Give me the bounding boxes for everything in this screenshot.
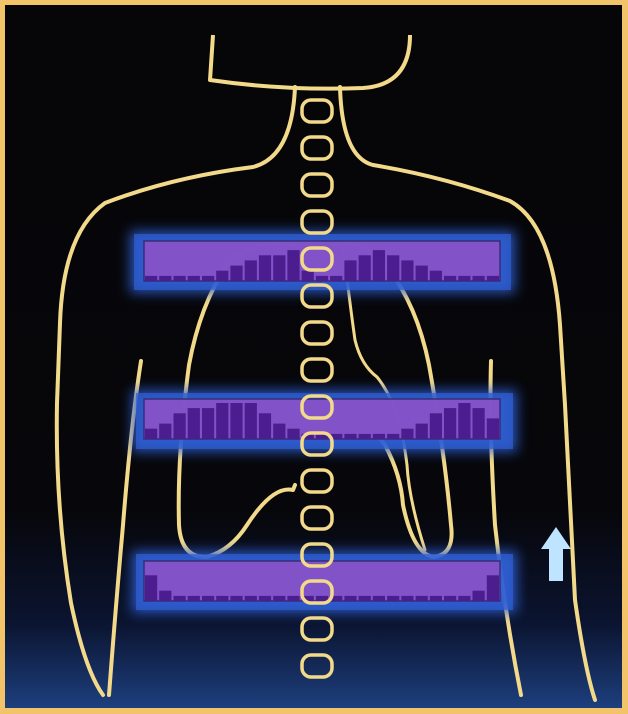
histogram-bar xyxy=(344,596,356,601)
histogram-bar xyxy=(416,424,428,439)
histogram-bar xyxy=(174,596,186,601)
neck-outline xyxy=(210,35,410,89)
histogram-bar xyxy=(487,276,499,281)
histogram-bar xyxy=(245,596,257,601)
histogram-bar xyxy=(216,403,228,439)
vertebra xyxy=(302,137,332,159)
histogram-bar xyxy=(359,596,371,601)
histogram-bar xyxy=(473,276,485,281)
vertebra xyxy=(302,359,332,381)
vertebra xyxy=(302,211,332,233)
histogram-bar xyxy=(188,276,200,281)
histogram-bar xyxy=(387,596,399,601)
histogram-bar xyxy=(444,276,456,281)
histogram-bar xyxy=(159,591,171,601)
histogram-bar xyxy=(174,413,186,439)
vertebra xyxy=(302,618,332,640)
histogram-bar xyxy=(430,271,442,281)
histogram-bar xyxy=(458,596,470,601)
histogram-bar xyxy=(401,596,413,601)
histogram-bar xyxy=(487,575,499,601)
histogram-bar xyxy=(401,429,413,439)
histogram-bar xyxy=(202,276,214,281)
histogram-bar xyxy=(202,596,214,601)
histogram-bar xyxy=(145,429,157,439)
histogram-bar xyxy=(344,434,356,439)
histogram-bar xyxy=(287,250,299,281)
vertebra xyxy=(302,100,332,122)
histogram-bar xyxy=(145,575,157,601)
histogram-bar xyxy=(373,434,385,439)
histogram-bar xyxy=(344,260,356,281)
diagram-canvas xyxy=(5,5,622,708)
vertebra xyxy=(302,655,332,677)
histogram-bar xyxy=(359,255,371,281)
histogram-bar xyxy=(259,255,271,281)
histogram-bar xyxy=(159,276,171,281)
histogram-bar xyxy=(159,424,171,439)
histogram-bar xyxy=(259,596,271,601)
up-arrow-icon xyxy=(541,527,571,581)
histogram-bar xyxy=(430,596,442,601)
histogram-bar xyxy=(245,260,257,281)
histogram-bar xyxy=(444,408,456,439)
histogram-bar xyxy=(373,596,385,601)
histogram-bar xyxy=(188,408,200,439)
histogram-bar xyxy=(245,403,257,439)
histogram-bar xyxy=(216,271,228,281)
histogram-bar xyxy=(230,403,242,439)
histogram-bar xyxy=(316,596,328,601)
histogram-bar xyxy=(230,266,242,281)
histogram-bar xyxy=(487,418,499,439)
mid-chest-band xyxy=(132,390,517,452)
vertebra xyxy=(302,174,332,196)
histogram-bar xyxy=(259,413,271,439)
histogram-bar xyxy=(145,276,157,281)
histogram-bar xyxy=(174,276,186,281)
vertebra xyxy=(302,322,332,344)
histogram-bar xyxy=(458,403,470,439)
histogram-bar xyxy=(202,408,214,439)
histogram-bar xyxy=(416,266,428,281)
histogram-bar xyxy=(287,429,299,439)
histogram-bar xyxy=(473,408,485,439)
histogram-bar xyxy=(458,276,470,281)
histogram-bar xyxy=(473,591,485,601)
histogram-bar xyxy=(430,413,442,439)
histogram-bar xyxy=(230,596,242,601)
histogram-bar xyxy=(330,276,342,281)
body-scan-diagram xyxy=(5,5,622,708)
histogram-bar xyxy=(302,271,314,281)
histogram-bar xyxy=(273,255,285,281)
histogram-bar xyxy=(216,596,228,601)
histogram-bar xyxy=(416,596,428,601)
scan-bands xyxy=(130,231,517,613)
vertebra xyxy=(302,507,332,529)
histogram-bar xyxy=(273,596,285,601)
histogram-bar xyxy=(273,424,285,439)
vertebra xyxy=(302,470,332,492)
histogram-bar xyxy=(444,596,456,601)
histogram-bar xyxy=(359,434,371,439)
histogram-bar xyxy=(373,250,385,281)
histogram-bar xyxy=(387,255,399,281)
histogram-bar xyxy=(316,276,328,281)
histogram-bar xyxy=(387,434,399,439)
histogram-bar xyxy=(188,596,200,601)
histogram-bar xyxy=(287,596,299,601)
histogram-bar xyxy=(401,260,413,281)
